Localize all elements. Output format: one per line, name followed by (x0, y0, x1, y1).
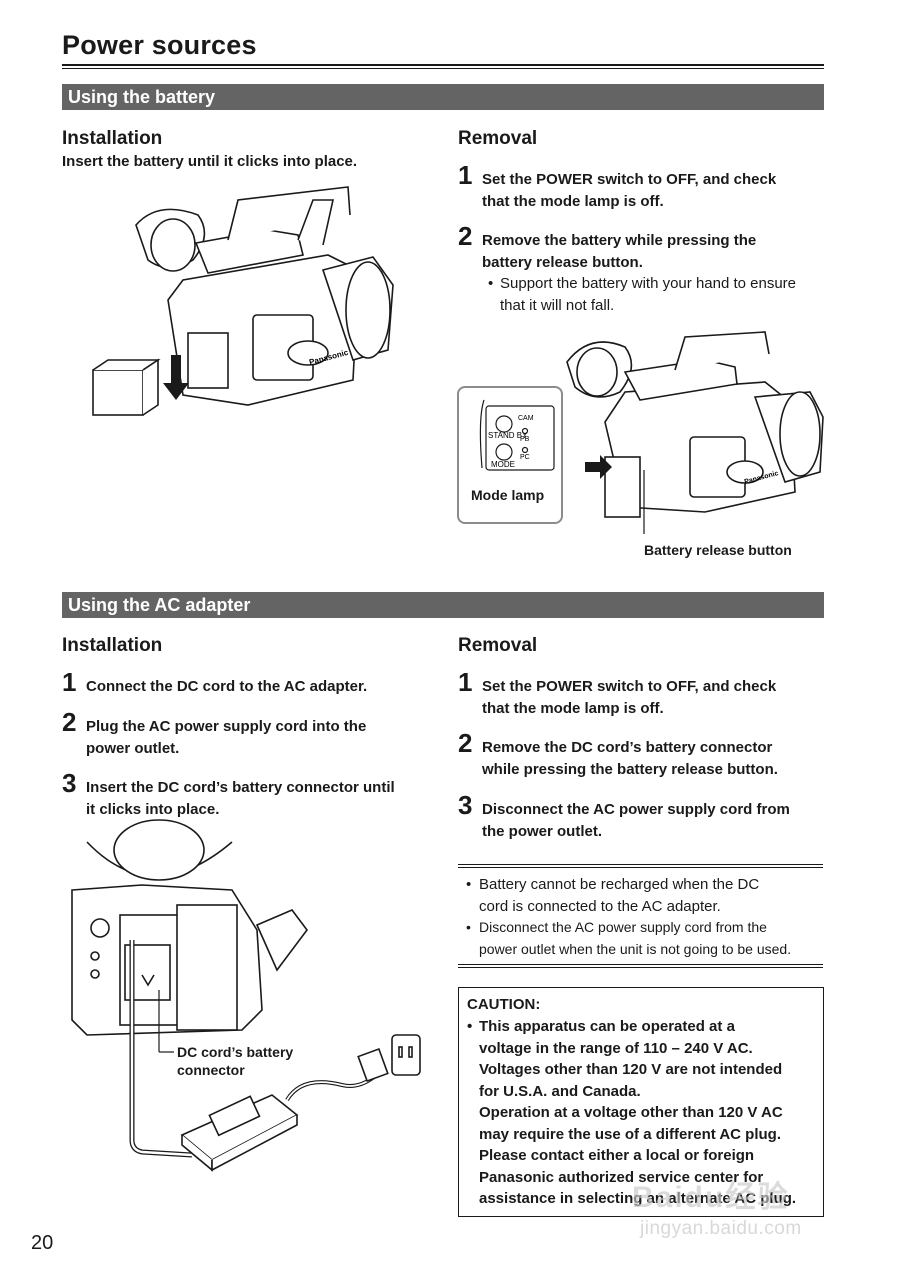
ac-removal-heading: Removal (458, 635, 538, 656)
step-line: power outlet. (86, 739, 180, 757)
caption-line: connector (177, 1062, 245, 1078)
ac-adapter-illustration (71, 819, 421, 1172)
bullet-line: Support the battery with your hand to en… (500, 275, 797, 292)
step-number: 2 (458, 728, 473, 758)
notes-rule-top-2 (458, 867, 823, 868)
step-line: the power outlet. (482, 822, 602, 840)
step-line: Set the POWER switch to OFF, and check (482, 678, 777, 695)
caption-line: DC cord’s battery (177, 1044, 294, 1060)
battery-release-caption: Battery release button (644, 542, 792, 558)
step-number: 1 (458, 160, 473, 190)
camera-battery-removal-illustration: Panasonic (566, 331, 824, 518)
caution-box (458, 987, 824, 1217)
title-rule (62, 64, 824, 66)
caution-line: assistance in selecting an alternate AC … (479, 1190, 797, 1207)
bullet-marker: • (466, 876, 472, 893)
page-number: 20 (31, 1232, 54, 1254)
page-title: Power sources (62, 30, 257, 60)
caution-line: This apparatus can be operated at a (479, 1018, 735, 1035)
caution-title: CAUTION: (467, 996, 541, 1013)
section-bar-battery: Using the battery (62, 84, 824, 110)
caution-line: Panasonic authorized service center for (479, 1168, 764, 1186)
step-line: battery release button. (482, 253, 643, 271)
step-number: 3 (458, 790, 473, 820)
step-number: 2 (458, 221, 473, 251)
notes-rule-bottom (458, 964, 823, 965)
step-line: it clicks into place. (86, 800, 220, 818)
camera-battery-install-illustration: Panasonic (92, 186, 394, 416)
caution-line: Voltages other than 120 V are not intend… (479, 1061, 783, 1078)
note-line: power outlet when the unit is not going … (479, 940, 792, 957)
step-line: while pressing the battery release butto… (482, 760, 778, 778)
battery-installation-heading: Installation (62, 128, 163, 149)
step-line: Remove the battery while pressing the (482, 232, 757, 249)
caution-line: voltage in the range of 110 – 240 V AC. (479, 1039, 753, 1057)
step-number: 3 (62, 768, 77, 798)
pb-label: PB (520, 436, 530, 443)
step-line: Set the POWER switch to OFF, and check (482, 171, 777, 188)
note-line: Battery cannot be recharged when the DC (479, 876, 760, 893)
battery-removal-heading: Removal (458, 128, 538, 149)
dc-connector-caption: DC cord’s battery connector (177, 1043, 293, 1079)
watermark-url: jingyan.baidu.com (640, 1218, 802, 1239)
section-bar-ac-adapter: Using the AC adapter (62, 592, 824, 618)
caution-line: may require the use of a different AC pl… (479, 1125, 781, 1143)
notes-rule-bottom-2 (458, 967, 823, 968)
battery-installation-intro: Insert the battery until it clicks into … (62, 153, 358, 170)
step-number: 1 (62, 667, 77, 697)
pc-label: PC (520, 454, 530, 461)
step-number: 2 (62, 707, 77, 737)
caution-line: for U.S.A. and Canada. (479, 1082, 641, 1100)
mode-label: MODE (491, 460, 515, 469)
title-rule-thin (62, 68, 824, 69)
bullet-marker: • (488, 275, 494, 292)
mode-panel-diagram: CAM PB PC STAND BY MODE (479, 399, 555, 471)
step-number: 1 (458, 667, 473, 697)
bullet-marker: • (467, 1018, 473, 1035)
step-line: Remove the DC cord’s battery connector (482, 739, 773, 756)
bullet-line: that it will not fall. (500, 296, 615, 314)
mode-lamp-callout (457, 386, 563, 524)
step-line: Plug the AC power supply cord into the (86, 718, 367, 735)
step-line: that the mode lamp is off. (482, 699, 664, 717)
cam-label: CAM (518, 415, 534, 422)
caution-line: Please contact either a local or foreign (479, 1147, 755, 1164)
ac-installation-heading: Installation (62, 635, 163, 656)
step-line: Disconnect the AC power supply cord from (482, 801, 790, 818)
watermark-logo: Baidu经验 (632, 1181, 790, 1214)
step-line: that the mode lamp is off. (482, 192, 664, 210)
notes-rule-top (458, 864, 823, 865)
note-line: Disconnect the AC power supply cord from… (479, 919, 767, 935)
bullet-marker: • (466, 919, 471, 935)
step-line: Insert the DC cord’s battery connector u… (86, 779, 395, 796)
caution-line: Operation at a voltage other than 120 V … (479, 1104, 783, 1121)
note-line: cord is connected to the AC adapter. (479, 897, 721, 915)
stand-by-label: STAND BY (488, 431, 528, 440)
step-line: Connect the DC cord to the AC adapter. (86, 678, 368, 695)
battery-release-leader (643, 470, 645, 534)
mode-lamp-caption: Mode lamp (471, 487, 545, 503)
